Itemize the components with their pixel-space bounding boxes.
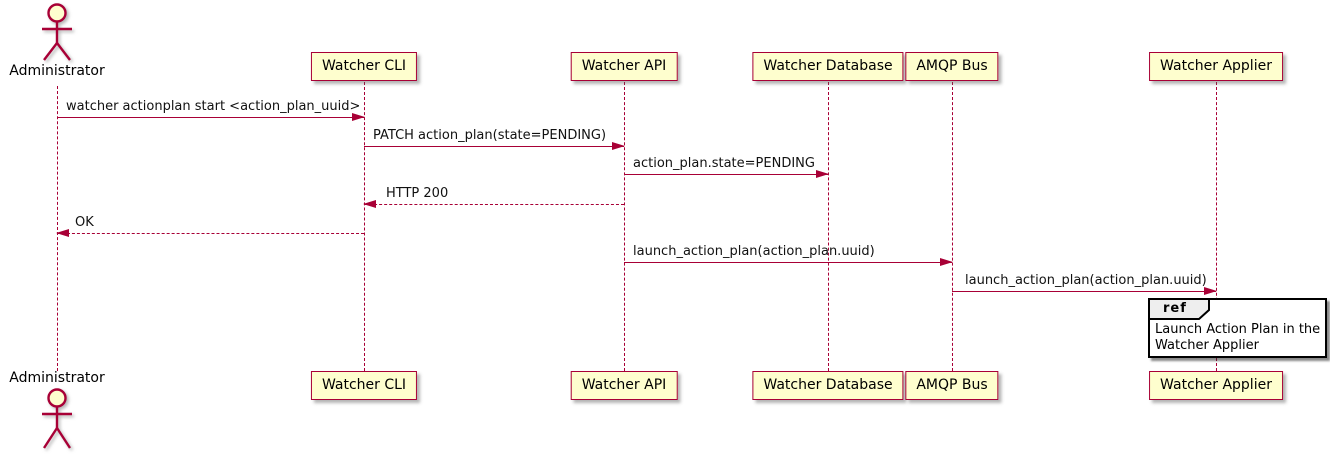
arrowhead-icon — [352, 112, 365, 121]
message-4-label: HTTP 200 — [386, 186, 449, 201]
message-6-line — [624, 262, 952, 263]
message-7-label: launch_action_plan(action_plan.uuid) — [965, 273, 1207, 288]
participant-watcher-api-top: Watcher API — [570, 52, 678, 81]
lifeline-watcher-cli — [364, 82, 365, 371]
participant-watcher-applier-bottom: Watcher Applier — [1149, 371, 1283, 400]
message-3-line — [624, 174, 828, 175]
actor-icon — [42, 3, 72, 61]
ref-body-line1: Launch Action Plan in the — [1155, 322, 1321, 337]
arrowhead-icon — [816, 169, 829, 178]
ref-body: Launch Action Plan in the Watcher Applie… — [1155, 322, 1322, 354]
arrowhead-icon — [940, 257, 953, 266]
message-4-line — [364, 204, 624, 205]
message-6-label: launch_action_plan(action_plan.uuid) — [633, 244, 875, 259]
message-5-line — [57, 233, 364, 234]
participant-watcher-applier-top: Watcher Applier — [1149, 52, 1283, 81]
actor-administrator-top: Administrator — [7, 3, 107, 79]
actor-icon — [42, 388, 72, 449]
participant-watcher-database-top: Watcher Database — [752, 52, 904, 81]
message-7-line — [952, 291, 1216, 292]
participant-watcher-api-bottom: Watcher API — [570, 371, 678, 400]
message-3-label: action_plan.state=PENDING — [633, 156, 815, 171]
message-1-line — [57, 117, 364, 118]
participant-amqp-bus-bottom: AMQP Bus — [905, 371, 999, 400]
arrowhead-icon — [56, 228, 69, 237]
message-2-label: PATCH action_plan(state=PENDING) — [373, 128, 607, 143]
ref-keyword: ref — [1163, 301, 1187, 316]
lifeline-watcher-database — [828, 82, 829, 371]
ref-header-shape — [1148, 298, 1210, 320]
participant-amqp-bus-top: AMQP Bus — [905, 52, 999, 81]
ref-body-line2: Watcher Applier — [1155, 338, 1259, 353]
lifeline-watcher-applier — [1216, 82, 1217, 371]
actor-label: Administrator — [9, 63, 105, 79]
participant-watcher-database-bottom: Watcher Database — [752, 371, 904, 400]
lifeline-watcher-api — [624, 82, 625, 371]
message-2-line — [364, 146, 624, 147]
lifeline-amqp-bus — [952, 82, 953, 371]
message-5-label: OK — [75, 215, 94, 230]
message-1-label: watcher actionplan start <action_plan_uu… — [66, 99, 361, 114]
participant-watcher-cli-top: Watcher CLI — [310, 52, 418, 81]
actor-administrator-bottom: Administrator — [7, 370, 107, 456]
arrowhead-icon — [1204, 286, 1217, 295]
actor-label: Administrator — [9, 370, 105, 386]
ref-fragment: ref Launch Action Plan in the Watcher Ap… — [1148, 298, 1327, 358]
arrowhead-icon — [612, 141, 625, 150]
arrowhead-icon — [363, 199, 376, 208]
participant-watcher-cli-bottom: Watcher CLI — [310, 371, 418, 400]
